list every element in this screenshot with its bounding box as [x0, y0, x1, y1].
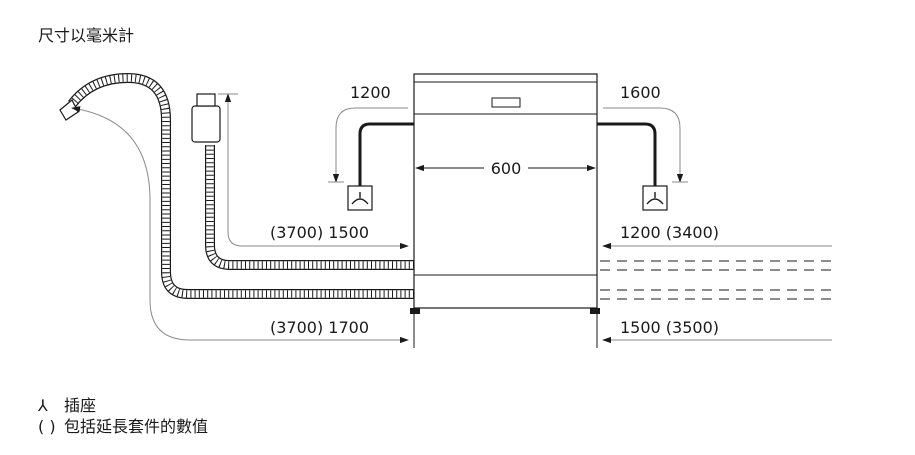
left-cable-length-label: 1200: [350, 83, 391, 102]
parens-legend-label: 包括延長套件的數值: [64, 417, 209, 436]
left-cable-reach-dimension: 1200: [328, 83, 408, 183]
width-label: 600: [491, 159, 522, 178]
diagram-title: 尺寸以毫米計: [38, 26, 135, 45]
legend-parens-row: ( ) 包括延長套件的數值: [38, 416, 208, 437]
drain-hose-length-label-left: (3700) 1700: [270, 318, 369, 337]
left-power-cable: [358, 122, 414, 186]
right-cable-reach-dimension: 1600: [603, 83, 688, 183]
inlet-connector: [196, 93, 216, 107]
drain-hose-length-label-right: 1500 (3500): [620, 318, 719, 337]
right-cable-length-label: 1600: [620, 83, 661, 102]
left-hose-leaders: [71, 93, 409, 344]
inlet-hose-length-label: (3700) 1500: [270, 223, 369, 242]
right-hose-continuation: [600, 260, 832, 300]
left-foot: [410, 308, 420, 314]
right-foot: [590, 308, 600, 314]
left-socket-icon: [347, 185, 373, 211]
parentheses-icon: ( ): [38, 417, 56, 436]
right-hose-leaders: [602, 242, 832, 344]
legend: ⅄ 插座 ( ) 包括延長套件的數值: [38, 395, 208, 437]
right-socket-icon: [642, 185, 668, 211]
socket-legend-label: 插座: [64, 396, 97, 415]
aquastop-valve: [191, 105, 221, 143]
inlet-hose-length-label-right: 1200 (3400): [620, 223, 719, 242]
right-power-cable: [597, 122, 657, 186]
width-dimension: 600: [415, 159, 596, 178]
legend-socket-row: ⅄ 插座: [38, 395, 208, 416]
dishwasher-unit: [410, 73, 600, 314]
control-panel-display: [491, 97, 521, 108]
socket-icon: ⅄: [38, 396, 48, 415]
